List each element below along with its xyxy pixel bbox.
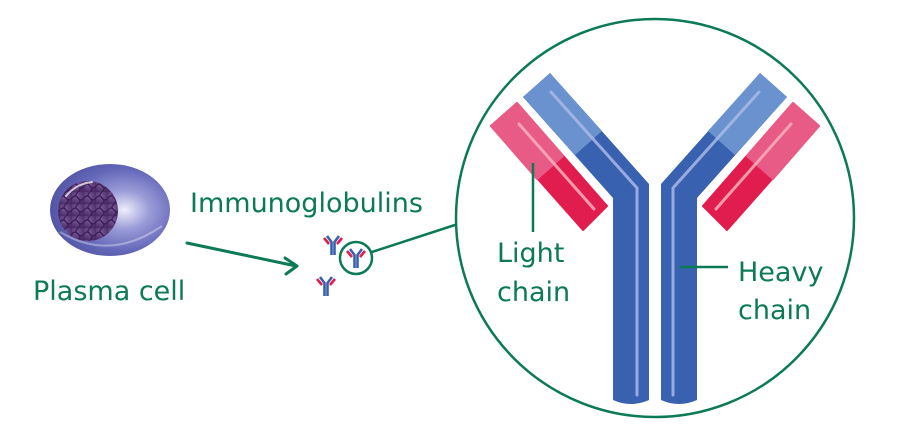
plasma-cell-icon xyxy=(50,164,170,256)
arrow-icon xyxy=(185,241,299,276)
light-chain-left xyxy=(490,102,608,231)
magnify-source-circle xyxy=(338,240,374,276)
small-antibody-icon xyxy=(346,248,366,268)
small-antibody-icon xyxy=(316,276,336,296)
small-antibody-icon xyxy=(323,235,343,255)
magnified-view-circle xyxy=(454,17,856,419)
antibody-large xyxy=(490,73,820,404)
light-chain-right xyxy=(702,102,820,231)
heavy-chain-right xyxy=(661,73,787,404)
heavy-chain-label-line2: chain xyxy=(738,295,811,326)
plasma-cell-label: Plasma cell xyxy=(33,276,185,307)
light-chain-label-line1: Light xyxy=(497,238,564,269)
magnify-connector-line xyxy=(371,222,459,254)
nucleus xyxy=(58,181,118,241)
light-chain-label-line2: chain xyxy=(497,277,570,308)
small-antibody-group xyxy=(316,235,366,296)
heavy-chain-label-line1: Heavy xyxy=(738,257,823,288)
heavy-chain-left xyxy=(523,73,649,404)
immunoglobulins-label: Immunoglobulins xyxy=(190,188,423,219)
